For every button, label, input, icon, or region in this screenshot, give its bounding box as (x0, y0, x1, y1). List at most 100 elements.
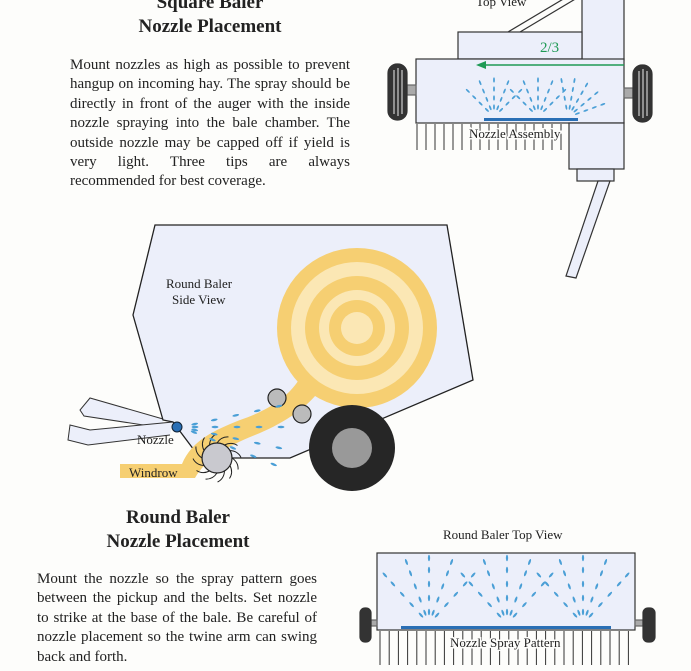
spray-droplet (491, 583, 495, 590)
spray-droplet (211, 425, 219, 429)
title-line: Square Baler (156, 0, 264, 13)
spray-droplet (496, 105, 500, 111)
spray-droplet (477, 591, 483, 597)
spray-droplet (581, 554, 585, 562)
spray-droplet (591, 106, 597, 109)
spray-droplet (445, 570, 449, 577)
spray-droplet (409, 602, 414, 608)
spray-droplet (528, 558, 532, 566)
spray-droplet (547, 88, 550, 94)
spray-droplet (418, 612, 424, 618)
spray-droplet (493, 104, 495, 110)
spray-droplet (505, 608, 509, 616)
spray-droplet (511, 95, 516, 100)
spray-droplet (604, 558, 608, 566)
spray-droplet (450, 558, 454, 566)
spray-droplet (580, 102, 585, 107)
spray-droplet (253, 409, 261, 413)
spray-droplet (548, 572, 554, 578)
spray-droplet (555, 95, 560, 100)
spray-droplet (536, 572, 542, 578)
spray-droplet (516, 95, 521, 100)
spray-droplet (571, 106, 575, 111)
spray-droplet (404, 558, 408, 566)
spray-droplet (562, 86, 565, 92)
spray-droplet (427, 566, 431, 574)
spray-droplet (413, 583, 417, 590)
spray-droplet (599, 570, 603, 577)
spray-droplet (573, 108, 578, 113)
spray-droplet (540, 105, 544, 111)
spray-droplet (462, 581, 468, 587)
fraction-label: 2/3 (540, 40, 559, 56)
title-line: Nozzle Placement (138, 16, 282, 37)
spray-droplet (537, 95, 539, 101)
spray-droplet (441, 583, 445, 590)
spray-droplet (496, 612, 502, 618)
spray-droplet (522, 602, 527, 608)
spray-droplet (528, 107, 533, 112)
spray-droplet (478, 101, 483, 106)
spray-droplet (509, 88, 514, 93)
spray-droplet (572, 612, 578, 618)
spray-droplet (399, 591, 405, 597)
spray-droplet (526, 88, 529, 94)
spray-droplet (503, 88, 506, 94)
spray-droplet (563, 602, 568, 608)
spray-droplet (573, 77, 576, 84)
spray-droplet (587, 97, 592, 101)
pickup-reel (201, 442, 233, 474)
spray-droplet (482, 88, 485, 94)
round-baler-text: Mount the nozzle so the spray pattern go… (37, 571, 317, 665)
spray-droplet (496, 596, 500, 603)
spray-droplet (275, 404, 283, 408)
spray-droplet (191, 428, 199, 432)
spray-droplet (431, 609, 435, 616)
spray-droplet (409, 570, 413, 577)
spray-droplet (512, 612, 518, 618)
spray-droplet (478, 80, 482, 86)
spray-droplet (540, 581, 546, 587)
square-baler-text: Mount nozzles as high as possible to pre… (70, 57, 350, 190)
spray-droplet (423, 609, 427, 616)
spray-droplet (522, 101, 527, 106)
spray-droplet (427, 594, 431, 602)
spray-droplet (275, 446, 283, 450)
spray-droplet (233, 425, 241, 429)
spray-droplet (190, 430, 198, 434)
spray-droplet (616, 581, 622, 587)
spray-droplet (543, 107, 548, 112)
round-baler-title: Round Baler Nozzle Placement (78, 506, 278, 554)
spray-droplet (519, 583, 523, 590)
spray-droplet (514, 596, 518, 603)
spray-droplet (570, 95, 573, 101)
spray-droplet (598, 602, 603, 608)
spray-droplet (575, 98, 580, 103)
spray-droplet (232, 437, 240, 441)
spray-droplet (560, 77, 563, 84)
spray-droplet (537, 104, 539, 110)
spray-droplet (505, 566, 509, 574)
spray-droplet (567, 583, 571, 590)
spray-droplet (493, 86, 495, 92)
round-baler-side-view-diagram: Round Baler Side View Nozzle Windrow (67, 224, 474, 491)
spray-droplet (472, 95, 477, 100)
spray-droplet (607, 591, 613, 597)
spray-droplet (191, 422, 199, 426)
spray-droplet (549, 101, 554, 106)
nozzle-assembly-label: Nozzle Assembly (469, 126, 561, 141)
spray-droplet (532, 105, 536, 111)
spray-droplet (544, 581, 550, 587)
spray-droplet (505, 101, 510, 106)
spray-droplet (427, 608, 431, 616)
spray-droplet (558, 558, 562, 566)
roller (267, 388, 287, 408)
spray-droplet (453, 591, 459, 597)
round-baler-top-view-diagram: Round Baler Top View Nozzle Spray Patter… (359, 527, 656, 665)
spray-droplet (484, 107, 489, 112)
spray-droplet (493, 95, 495, 101)
spray-droplet (229, 446, 237, 450)
spray-droplet (210, 418, 218, 422)
wheel-icon (359, 607, 372, 643)
spray-droplet (600, 103, 606, 106)
